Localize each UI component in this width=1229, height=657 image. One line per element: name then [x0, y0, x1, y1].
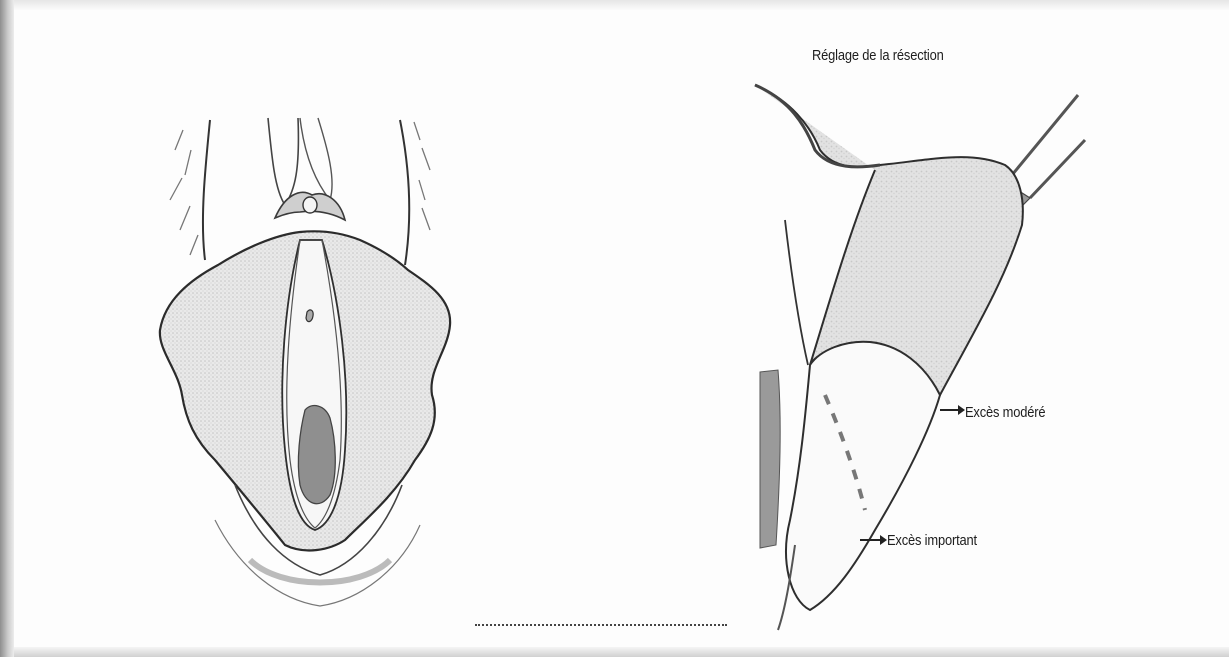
label-excess-important: Excès important	[887, 532, 977, 549]
lower-excess-region	[786, 342, 940, 610]
upper-fold-inner	[300, 118, 332, 200]
right-thigh-line	[400, 120, 409, 265]
left-shaded-band	[760, 370, 780, 548]
arrow-important-head	[880, 535, 887, 545]
vaginal-orifice	[298, 406, 335, 504]
right-hair-sketch	[414, 122, 430, 230]
urethra	[306, 310, 313, 322]
dotted-separator	[475, 624, 727, 626]
arrow-moderate-head	[958, 405, 965, 415]
label-excess-moderate: Excès modéré	[965, 404, 1045, 421]
upper-fold	[268, 118, 298, 205]
instrument-shaft	[1012, 95, 1085, 198]
left-hair-sketch	[170, 130, 198, 255]
clitoris	[303, 197, 317, 213]
left-thigh-line	[203, 120, 210, 260]
figure-title: Réglage de la résection	[812, 47, 944, 64]
perineum-shade	[250, 560, 390, 583]
left-edge-line	[785, 220, 808, 365]
